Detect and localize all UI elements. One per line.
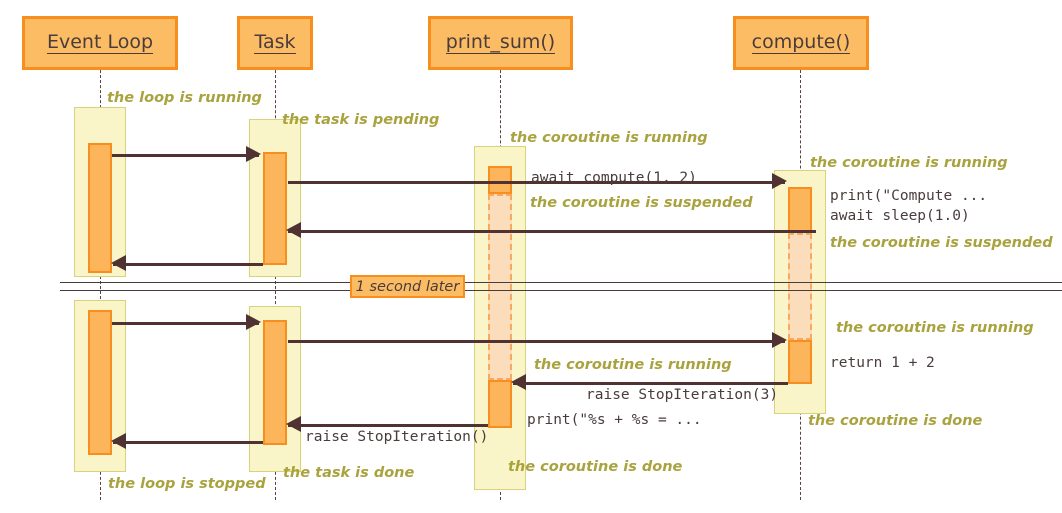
message-line-m1 bbox=[112, 154, 259, 157]
note-print-sum-running: the coroutine is running bbox=[510, 130, 708, 146]
delay-divider-box: 1 second later bbox=[350, 275, 465, 298]
participant-label-task: Task bbox=[254, 30, 296, 55]
note-task-pending: the task is pending bbox=[282, 112, 440, 128]
message-arrowhead-m9 bbox=[111, 433, 126, 449]
message-line-m5 bbox=[112, 322, 259, 325]
message-line-m8 bbox=[288, 424, 488, 427]
message-arrowhead-m8 bbox=[286, 416, 301, 432]
participant-label-compute: compute() bbox=[751, 30, 851, 55]
message-line-m3 bbox=[288, 230, 816, 233]
activation-running-print-sum-2 bbox=[488, 380, 512, 428]
activation-suspended-compute-1 bbox=[788, 233, 812, 340]
note-compute-suspended: the coroutine is suspended bbox=[830, 235, 1053, 251]
note-task-done: the task is done bbox=[283, 465, 415, 481]
note-loop-stopped: the loop is stopped bbox=[108, 476, 266, 492]
note-compute-done: the coroutine is done bbox=[808, 413, 983, 429]
divider-line-bottom bbox=[60, 290, 1062, 291]
participant-compute[interactable]: compute() bbox=[733, 16, 869, 70]
message-arrowhead-m5 bbox=[246, 314, 261, 330]
message-arrowhead-m2 bbox=[772, 173, 787, 189]
message-line-m7 bbox=[513, 382, 788, 385]
participant-label-event-loop: Event Loop bbox=[46, 30, 154, 55]
activation-running-task-1 bbox=[263, 152, 287, 265]
activation-suspended-print-sum-1 bbox=[488, 194, 512, 380]
code-label-return-sum: return 1 + 2 bbox=[830, 355, 935, 371]
message-arrowhead-m4 bbox=[111, 255, 126, 271]
divider-line-top bbox=[60, 282, 1062, 283]
message-arrowhead-m6 bbox=[772, 332, 787, 348]
note-loop-running: the loop is running bbox=[107, 90, 262, 106]
message-line-m2 bbox=[288, 181, 785, 184]
code-label-await-sleep: await sleep(1.0) bbox=[830, 208, 970, 224]
activation-running-print-sum-1 bbox=[488, 166, 512, 194]
message-arrowhead-m7 bbox=[511, 374, 526, 390]
note-compute-running-1: the coroutine is running bbox=[810, 155, 1008, 171]
message-label-await-compute: await compute(1, 2) bbox=[531, 170, 697, 186]
message-label-raise-stop-3: raise StopIteration(3) bbox=[586, 387, 779, 403]
message-arrowhead-m1 bbox=[246, 146, 261, 162]
code-label-print-result: print("%s + %s = ... bbox=[527, 412, 702, 428]
participant-label-print-sum: print_sum() bbox=[445, 30, 556, 55]
participant-print-sum[interactable]: print_sum() bbox=[428, 16, 573, 70]
activation-running-task-2 bbox=[263, 320, 287, 445]
code-label-print-compute: print("Compute ... bbox=[830, 188, 988, 204]
note-print-sum-done: the coroutine is done bbox=[508, 459, 683, 475]
activation-running-event-loop-1 bbox=[88, 143, 112, 273]
message-line-m9 bbox=[113, 441, 263, 444]
message-label-raise-stop: raise StopIteration() bbox=[305, 429, 489, 445]
activation-running-compute-2 bbox=[788, 340, 812, 384]
activation-running-event-loop-2 bbox=[88, 310, 112, 455]
participant-task[interactable]: Task bbox=[237, 16, 313, 70]
message-line-m6 bbox=[288, 340, 785, 343]
activation-running-compute-1 bbox=[788, 187, 812, 233]
participant-event-loop[interactable]: Event Loop bbox=[22, 16, 178, 70]
note-print-sum-suspended: the coroutine is suspended bbox=[530, 195, 753, 211]
lifeline-event-loop bbox=[100, 70, 101, 500]
note-print-sum-running-2: the coroutine is running bbox=[534, 357, 732, 373]
message-line-m4 bbox=[113, 263, 263, 266]
delay-divider-label: 1 second later bbox=[355, 278, 460, 295]
message-arrowhead-m3 bbox=[286, 222, 301, 238]
note-compute-running-2: the coroutine is running bbox=[836, 320, 1034, 336]
lifeline-task bbox=[275, 70, 276, 500]
